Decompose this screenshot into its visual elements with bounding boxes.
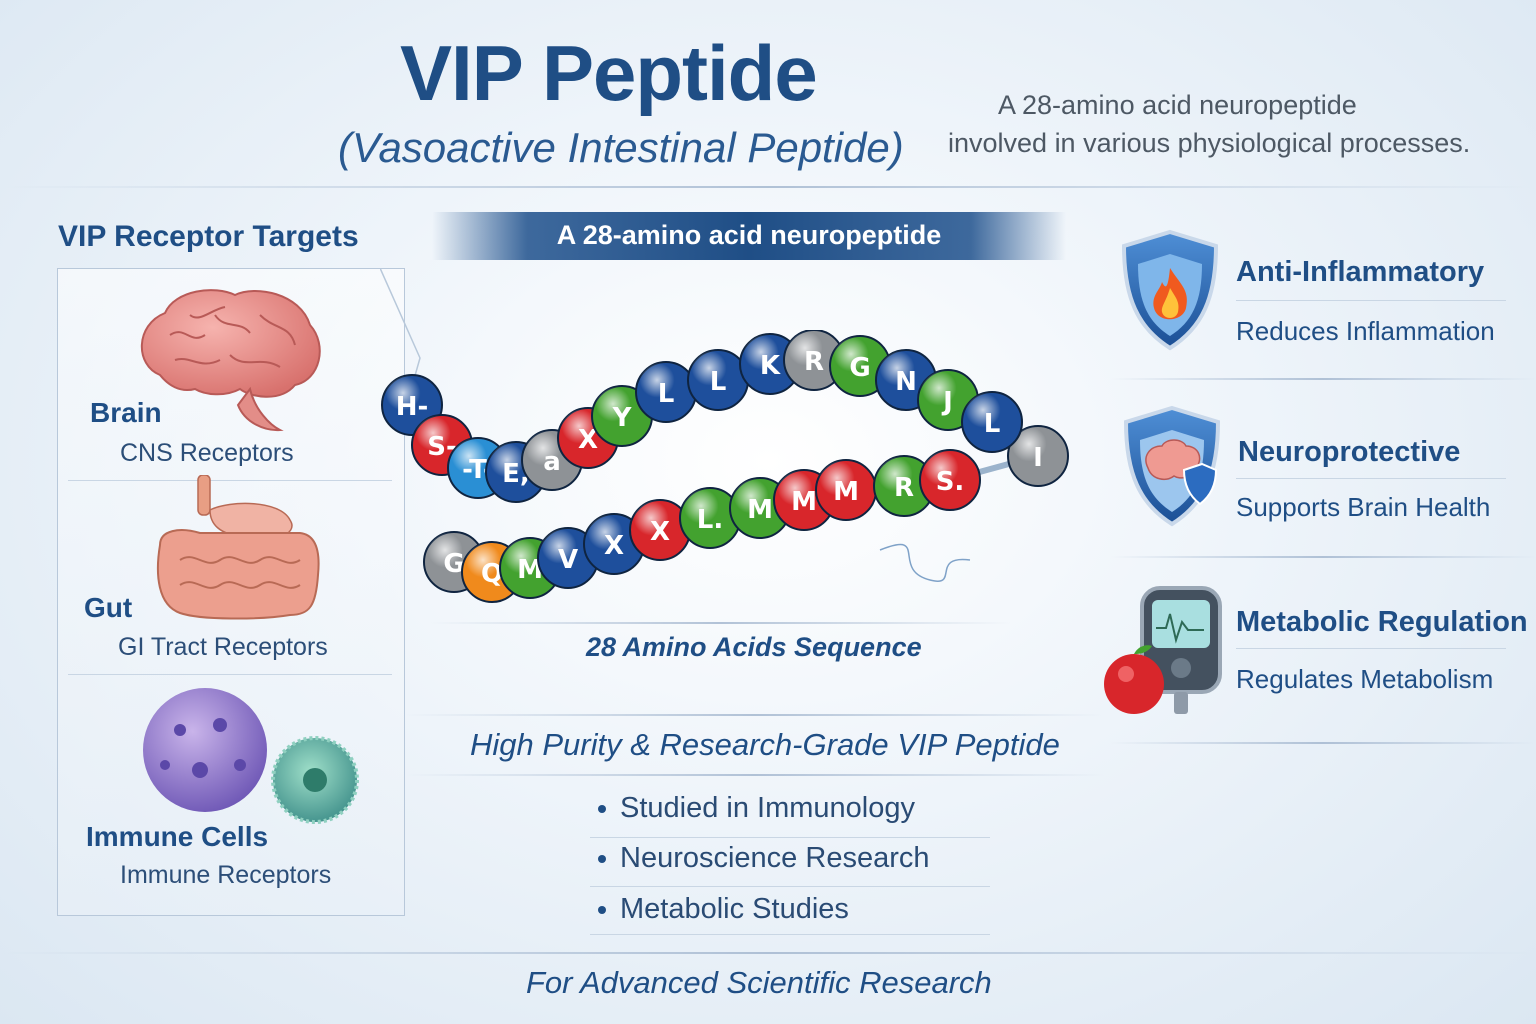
bullet-divider xyxy=(590,934,990,935)
bead-label: S. xyxy=(936,467,965,497)
bead-top-9: K xyxy=(739,333,801,395)
target-name-immune-cells: Immune Cells xyxy=(86,821,269,852)
purity-divider-top xyxy=(405,714,1105,716)
bullet-divider xyxy=(590,886,990,887)
page-subtitle: (Vasoactive Intestinal Peptide) xyxy=(338,124,904,171)
bead-label: N xyxy=(895,367,917,397)
bead-label: X xyxy=(604,531,624,561)
bead-label: G xyxy=(443,549,464,579)
shield-flame-icon xyxy=(1121,229,1219,351)
targets-heading: VIP Receptor Targets xyxy=(58,220,359,253)
target-receptor-gut: GI Tract Receptors xyxy=(118,633,328,661)
bead-top-11: G xyxy=(829,335,891,397)
bead-bottom-12: I xyxy=(1007,425,1069,487)
footer-text: For Advanced Scientific Research xyxy=(526,965,992,1000)
benefit-divider xyxy=(1236,478,1506,479)
page-title: VIP Peptide xyxy=(400,29,818,117)
benefit-desc-neuroprotective: Supports Brain Health xyxy=(1236,492,1491,522)
target-receptor-immune: Immune Receptors xyxy=(120,861,332,889)
banner-text: A 28-amino acid neuropeptide xyxy=(556,220,942,250)
bead-label: I xyxy=(1033,443,1043,473)
bead-top-7: L xyxy=(635,361,697,423)
decorative-swirl xyxy=(879,543,971,582)
bead-bottom-11: S. xyxy=(919,449,981,511)
bullet-metabolic: Metabolic Studies xyxy=(598,893,849,926)
header-divider xyxy=(0,186,1536,188)
benefit-section-divider xyxy=(1110,742,1536,744)
tagline: A 28-amino acid neuropeptide involved in… xyxy=(948,86,1508,163)
bead-top-8: L xyxy=(687,349,749,411)
bullet-neuroscience: Neuroscience Research xyxy=(598,842,929,875)
target-divider xyxy=(68,480,392,481)
tagline-line-1: A 28-amino acid neuropeptide xyxy=(998,90,1357,120)
bead-bottom-3: V xyxy=(537,527,599,589)
tagline-line-2: involved in various physiological proces… xyxy=(948,128,1471,159)
bead-label: H- xyxy=(396,392,429,422)
bead-label: M xyxy=(791,487,817,517)
benefit-desc-metabolic-regulation: Regulates Metabolism xyxy=(1236,664,1494,694)
bead-label: L xyxy=(984,409,1001,439)
bead-bottom-5: X xyxy=(629,499,691,561)
purity-divider-bottom xyxy=(405,774,1105,776)
bead-label: Y xyxy=(612,403,633,433)
sequence-caption: 28 Amino Acids Sequence xyxy=(586,632,922,662)
brain-icon xyxy=(140,289,321,432)
bead-label: a xyxy=(543,447,561,477)
target-name-gut: Gut xyxy=(84,592,133,623)
benefit-section-divider xyxy=(1110,378,1536,380)
bead-label: G xyxy=(849,353,870,383)
bead-label: R xyxy=(894,473,914,503)
bead-label: V xyxy=(558,545,578,575)
bead-label: L xyxy=(658,379,675,409)
gut-icon xyxy=(156,475,320,620)
target-receptor-brain: CNS Receptors xyxy=(120,439,294,467)
immune-cells-icon xyxy=(143,688,359,824)
benefit-section-divider xyxy=(1110,556,1536,558)
bead-bottom-9: M xyxy=(815,459,877,521)
banner-bar xyxy=(432,212,1066,260)
bead-label: X xyxy=(578,425,598,455)
bullet-text: Metabolic Studies xyxy=(620,893,849,925)
bead-label: L. xyxy=(697,505,723,535)
purity-heading: High Purity & Research-Grade VIP Peptide xyxy=(470,727,1060,762)
benefit-title-anti-inflammatory: Anti-Inflammatory xyxy=(1236,256,1485,288)
bead-bottom-4: X xyxy=(583,513,645,575)
bead-top-14: L xyxy=(961,391,1023,453)
benefit-title-metabolic-regulation: Metabolic Regulation xyxy=(1236,606,1528,638)
bead-label: K xyxy=(760,351,781,381)
benefit-desc-anti-inflammatory: Reduces Inflammation xyxy=(1236,316,1495,346)
bead-label: M xyxy=(833,477,859,507)
bullet-text: Studied in Immunology xyxy=(620,792,915,824)
bead-label: J xyxy=(941,387,953,417)
bead-bottom-10: R xyxy=(873,455,935,517)
glucose-meter-icon xyxy=(1104,586,1222,714)
sequence-divider xyxy=(430,622,1010,624)
bead-label: L xyxy=(710,367,727,397)
bead-label: X xyxy=(650,517,670,547)
bead-label: M xyxy=(747,495,773,525)
benefit-divider xyxy=(1236,648,1506,649)
bead-label: Q xyxy=(481,559,503,589)
target-name-brain: Brain xyxy=(90,397,162,428)
target-divider xyxy=(68,674,392,675)
benefit-title-neuroprotective: Neuroprotective xyxy=(1238,436,1461,468)
bead-label: R xyxy=(804,347,824,377)
bullet-divider xyxy=(590,837,990,838)
benefit-divider xyxy=(1236,300,1506,301)
shield-brain-icon xyxy=(1123,405,1221,527)
bullet-immunology: Studied in Immunology xyxy=(598,792,915,825)
footer-divider xyxy=(0,952,1536,954)
bullet-text: Neuroscience Research xyxy=(620,842,930,874)
